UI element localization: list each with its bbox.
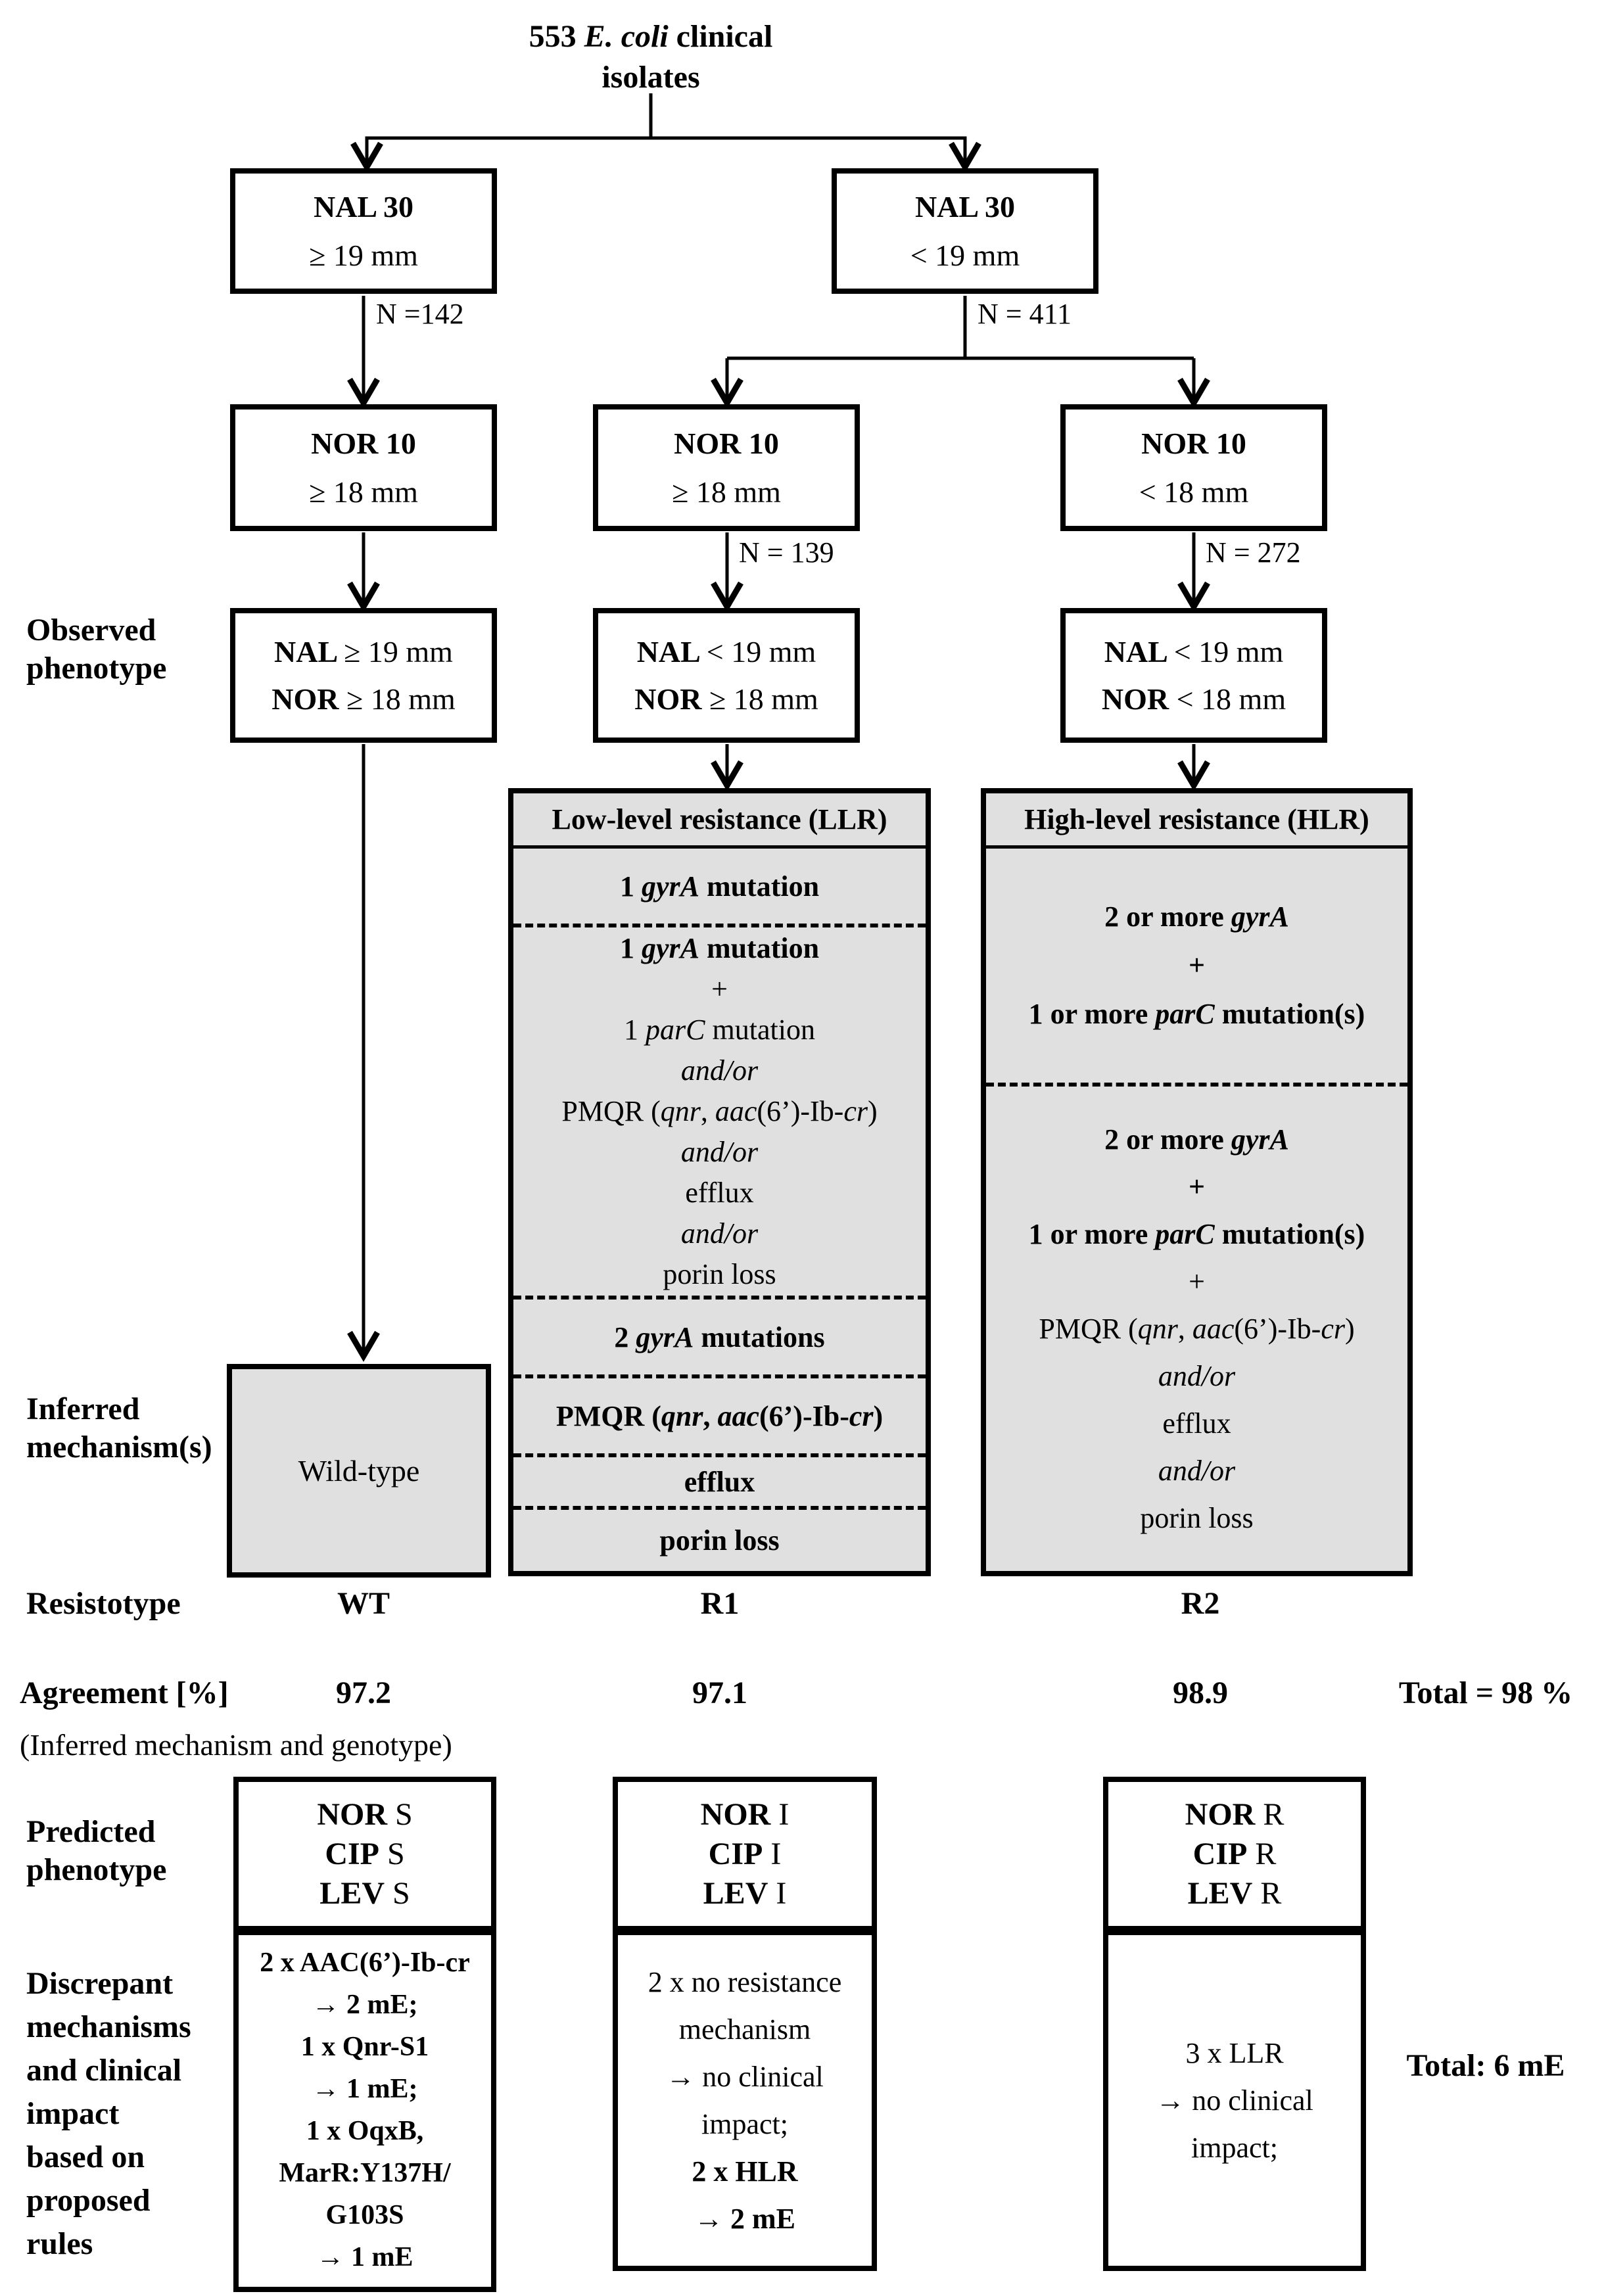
llr-section-1gyra: 1 gyrA mutation — [619, 870, 820, 902]
count-label-n139: N = 139 — [739, 536, 834, 569]
resistotype-wt: WT — [337, 1586, 390, 1621]
discrepant-box-wt: 2 x AAC(6’)-Ib-cr→ 2 mE;1 x Qnr-S1→ 1 mE… — [233, 1931, 496, 2292]
llr-section-pmqr: PMQR (qnr, aac(6’)-Ib-cr) — [513, 1374, 926, 1453]
llr-section-2gyra: 2 gyrA mutations — [513, 1296, 926, 1374]
connector-lines — [362, 93, 1196, 1353]
llr-box: Low-level resistance (LLR) 1 gyrA mutati… — [508, 788, 931, 1576]
llr-section-porin-loss: porin loss — [513, 1506, 926, 1571]
resistotype-r1: R1 — [700, 1586, 740, 1621]
arrowheads — [347, 141, 1210, 1362]
row-label-agreement: Agreement [%] — [20, 1675, 229, 1710]
box-nor10-ge18mm-mid: NOR 10≥ 18 mm — [593, 404, 860, 531]
resistotype-r2: R2 — [1181, 1586, 1220, 1621]
box-nal30-lt19mm: NAL 30< 19 mm — [832, 168, 1098, 294]
hlr-box: High-level resistance (HLR) 2 or more gy… — [981, 788, 1413, 1576]
hlr-section-gyra-parc: 2 or more gyrA+1 or more parC mutation(s… — [1028, 901, 1365, 1030]
count-label-n142: N =142 — [376, 298, 464, 330]
agreement-total: Total = 98 % — [1398, 1675, 1573, 1710]
count-label-n411: N = 411 — [978, 298, 1072, 330]
discrepant-total: Total: 6 mE — [1406, 2048, 1565, 2083]
row-label-resistotype: Resistotype — [26, 1586, 181, 1621]
box-nal30-ge19mm: NAL 30≥ 19 mm — [230, 168, 497, 294]
agreement-r2: 98.9 — [1173, 1675, 1228, 1710]
agreement-wt: 97.2 — [336, 1675, 391, 1710]
llr-header: Low-level resistance (LLR) — [513, 793, 926, 849]
box-nor10-ge18mm-left: NOR 10≥ 18 mm — [230, 404, 497, 531]
wild-type-box: Wild-type — [227, 1364, 491, 1578]
llr-section-efflux: efflux — [513, 1453, 926, 1506]
box-nor10-lt18mm: NOR 10< 18 mm — [1060, 404, 1327, 531]
hlr-section-gyra-parc-pmqr: 2 or more gyrA+1 or more parC mutation(s… — [986, 1083, 1407, 1571]
agreement-r1: 97.1 — [692, 1675, 747, 1710]
count-label-n272: N = 272 — [1206, 536, 1301, 569]
hlr-header: High-level resistance (HLR) — [986, 793, 1407, 849]
agreement-note: (Inferred mechanism and genotype) — [20, 1728, 452, 1762]
